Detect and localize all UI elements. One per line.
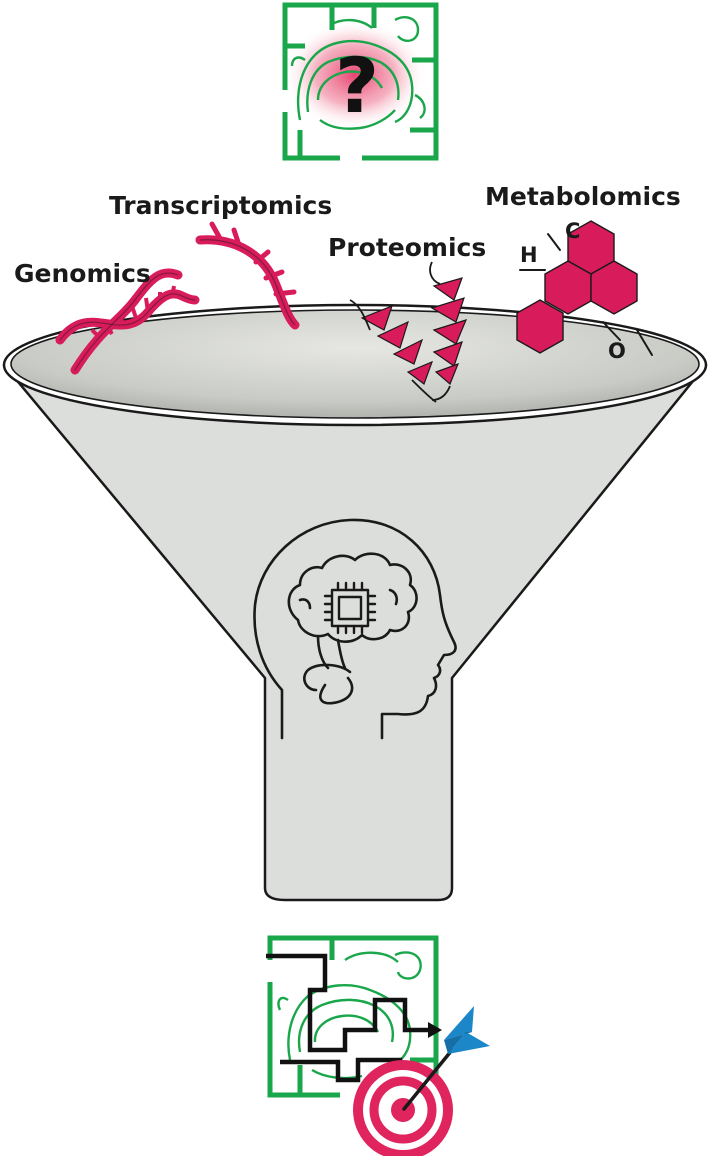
atom-o-label: O <box>608 339 626 363</box>
rna-strand-icon <box>195 221 300 330</box>
intestine-maze-question-icon: ? <box>282 2 439 161</box>
transcriptomics-label: Transcriptomics <box>109 191 332 220</box>
funnel-icon <box>2 303 708 902</box>
metabolomics-label: Metabolomics <box>485 182 681 211</box>
atom-c-label: C <box>565 219 580 243</box>
head-brain-chip-icon <box>253 518 457 740</box>
atom-h-label: H <box>520 243 538 267</box>
genomics-label: Genomics <box>14 259 151 288</box>
dart-target-icon <box>353 1006 490 1156</box>
question-mark: ? <box>335 41 379 130</box>
molecule-hexagon-icon: H C O <box>516 219 653 363</box>
dna-double-helix-icon <box>55 268 200 375</box>
protein-helix-icon <box>349 261 468 403</box>
proteomics-label: Proteomics <box>328 233 486 262</box>
